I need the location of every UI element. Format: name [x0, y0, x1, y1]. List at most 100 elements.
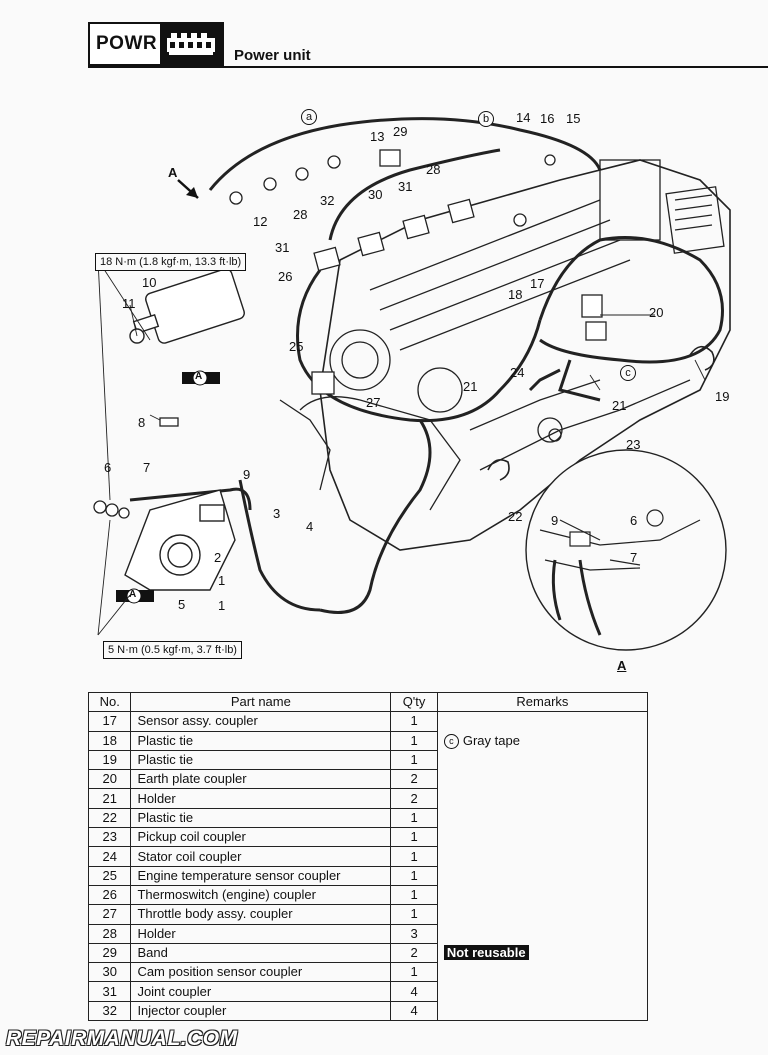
part-qty: 1 [390, 904, 438, 925]
part-name: Injector coupler [130, 1000, 392, 1022]
part-qty: 1 [390, 962, 438, 983]
not-reusable-badge: Not reusable [443, 945, 529, 960]
callout-21: 21 [463, 379, 478, 394]
callout-16: 16 [540, 111, 555, 126]
callout-12: 12 [253, 214, 268, 229]
part-qty: 1 [390, 865, 438, 886]
callout-30: 30 [368, 187, 383, 202]
part-name: Thermoswitch (engine) coupler [130, 884, 392, 906]
callout-25: 25 [289, 339, 304, 354]
part-qty: 1 [390, 827, 438, 848]
remark-text: Gray tape [462, 732, 520, 748]
part-qty: 2 [390, 769, 438, 790]
callout-19: 19 [715, 389, 730, 404]
section-code-box: POWR [88, 22, 224, 66]
callout-32: 32 [320, 193, 335, 208]
part-name: Plastic tie [130, 807, 392, 829]
part-number: 26 [87, 884, 132, 906]
part-remarks [436, 1001, 649, 1022]
callout-4: 4 [306, 519, 314, 534]
callout-21b: 21 [612, 398, 627, 413]
callout-29: 29 [393, 124, 408, 139]
marker-b: b [478, 111, 494, 127]
part-remarks [436, 827, 649, 847]
part-number: 27 [87, 904, 132, 925]
part-name: Plastic tie [130, 730, 392, 751]
part-number: 19 [87, 749, 132, 771]
marker-c: c [620, 365, 636, 381]
part-number: 20 [87, 769, 132, 790]
part-name: Cam position sensor coupler [130, 962, 392, 983]
engine-wiring-drawing [93, 117, 731, 651]
part-qty: 1 [390, 749, 438, 771]
callout-1: 1 [218, 573, 226, 588]
inset-view-label: A [617, 658, 627, 673]
part-name: Holder [130, 788, 392, 809]
header-rule [88, 66, 768, 68]
part-qty: 1 [390, 807, 438, 829]
part-qty: 1 [390, 730, 438, 751]
part-number: 21 [87, 788, 132, 809]
part-name: Holder [130, 923, 392, 944]
col-qty: Q'ty [390, 691, 438, 713]
part-number: 31 [87, 981, 132, 1002]
section-title: Power unit [234, 47, 311, 64]
callout-9: 9 [243, 467, 251, 482]
inset-callout-6: 6 [630, 513, 638, 528]
part-qty: 2 [390, 942, 438, 964]
inset-callout-9: 9 [551, 513, 559, 528]
engine-icon [160, 24, 222, 64]
callout-27: 27 [366, 395, 381, 410]
part-name: Joint coupler [130, 981, 392, 1002]
page-header: POWR Power unit [0, 0, 768, 90]
callout-31: 31 [398, 179, 413, 194]
view-arrow-label: A [168, 165, 178, 180]
part-remarks [436, 885, 649, 905]
callout-11: 11 [122, 296, 136, 311]
inset-callout-7: 7 [630, 550, 638, 565]
callout-15: 15 [566, 111, 581, 126]
part-number: 25 [87, 865, 132, 886]
callout-1b: 1 [218, 598, 226, 613]
torque-spec-upper: 18 N·m (1.8 kgf·m, 13.3 ft·lb) [95, 253, 247, 271]
part-remarks [436, 808, 649, 828]
part-name: Pickup coil coupler [130, 827, 392, 848]
part-number: 22 [87, 807, 132, 829]
part-name: Sensor assy. coupler [130, 711, 392, 732]
part-qty: 1 [390, 884, 438, 906]
part-qty: 4 [390, 981, 438, 1002]
callout-3: 3 [273, 506, 281, 521]
callout-26: 26 [278, 269, 293, 284]
callout-6: 6 [104, 460, 112, 475]
part-remarks [436, 846, 649, 867]
callout-17: 17 [530, 276, 545, 291]
callout-20: 20 [649, 305, 664, 320]
callout-14: 14 [516, 110, 531, 125]
callout-8: 8 [138, 415, 146, 430]
callout-22: 22 [508, 509, 523, 524]
part-remarks [436, 924, 649, 944]
part-name: Earth plate coupler [130, 769, 392, 790]
part-qty: 2 [390, 788, 438, 809]
watermark: REPAIRMANUAL.COM [6, 1027, 238, 1050]
callout-18: 18 [508, 287, 523, 302]
part-qty: 1 [390, 711, 438, 732]
table-header-row: No. Part name Q'ty Remarks [87, 691, 649, 713]
part-qty: 4 [390, 1000, 438, 1022]
part-name: Stator coil coupler [130, 846, 392, 867]
remark-marker: c [443, 733, 459, 749]
